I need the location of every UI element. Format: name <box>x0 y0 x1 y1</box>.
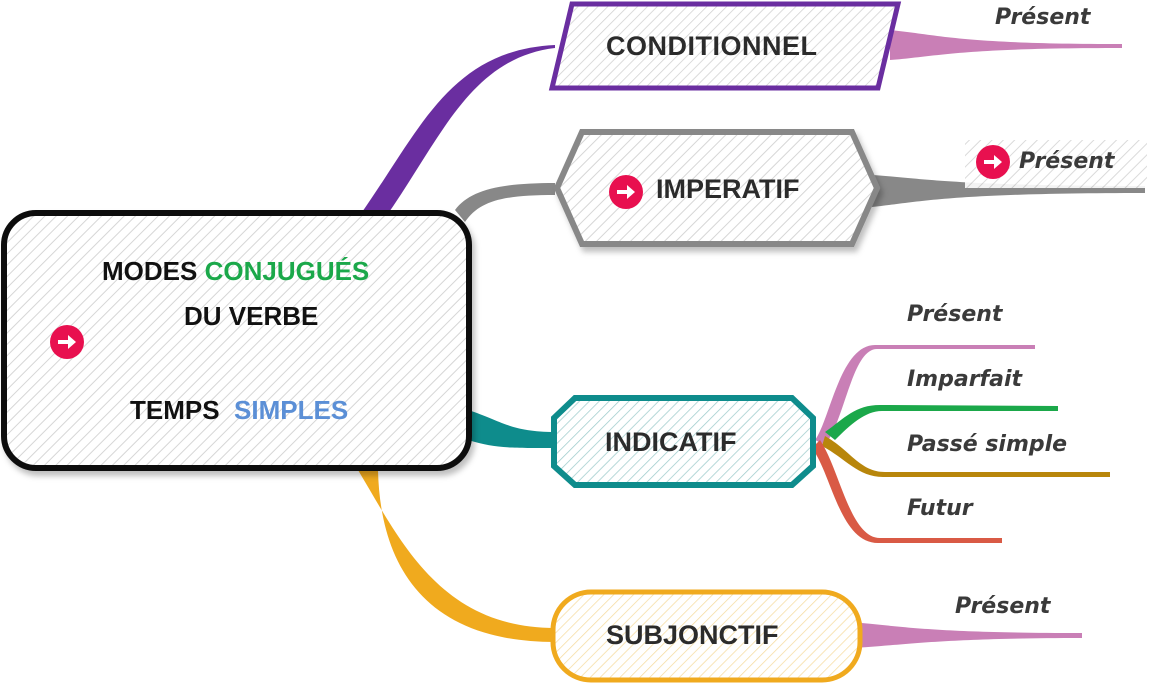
arrow-right-icon[interactable] <box>49 324 85 360</box>
leaf-line-indicatif-passe <box>822 436 1110 477</box>
connector-subjonctif <box>358 470 555 642</box>
conditionnel-node[interactable] <box>548 1 902 91</box>
leaf-line-imperatif <box>872 175 1145 207</box>
subjonctif-label: SUBJONCTIF <box>606 620 779 650</box>
leaf-subjonctif-present: Présent <box>955 594 1051 619</box>
arrow-right-icon[interactable] <box>608 174 644 210</box>
root-simples: SIMPLES <box>234 395 349 425</box>
leaf-indicatif-imparfait: Imparfait <box>907 367 1023 392</box>
imperatif-label: IMPERATIF <box>656 174 800 204</box>
connector-imperatif <box>455 183 555 222</box>
root-title-line2: DU VERBE <box>184 301 319 331</box>
leaf-indicatif-futur: Futur <box>907 496 973 521</box>
subjonctif-node[interactable] <box>550 589 863 683</box>
root-node[interactable] <box>1 210 472 471</box>
root-temps: TEMPS <box>130 395 220 425</box>
leaf-conditionnel-present: Présent <box>995 5 1091 30</box>
root-conjugues: CONJUGUÉS <box>204 256 370 286</box>
leaf-line-subjonctif <box>850 622 1082 648</box>
leaf-indicatif-present: Présent <box>907 302 1003 327</box>
leaf-indicatif-passe-simple: Passé simple <box>907 432 1068 457</box>
root-title-line3: TEMPS SIMPLES <box>130 395 348 426</box>
connector-conditionnel <box>360 45 555 218</box>
indicatif-node[interactable] <box>551 395 816 488</box>
leaf-line-indicatif-present <box>815 345 1035 445</box>
leaf-line-conditionnel <box>890 30 1122 60</box>
leaf-imperatif-present: Présent <box>1019 149 1115 174</box>
conditionnel-label: CONDITIONNEL <box>606 31 818 61</box>
arrow-right-icon[interactable] <box>975 144 1011 180</box>
connector-indicatif <box>468 410 555 448</box>
root-title-line1: MODES CONJUGUÉS <box>102 256 369 287</box>
imperatif-node[interactable] <box>553 129 881 247</box>
leaf-line-indicatif-imparfait <box>825 405 1058 440</box>
indicatif-label: INDICATIF <box>605 427 737 457</box>
root-modes: MODES <box>102 256 205 286</box>
